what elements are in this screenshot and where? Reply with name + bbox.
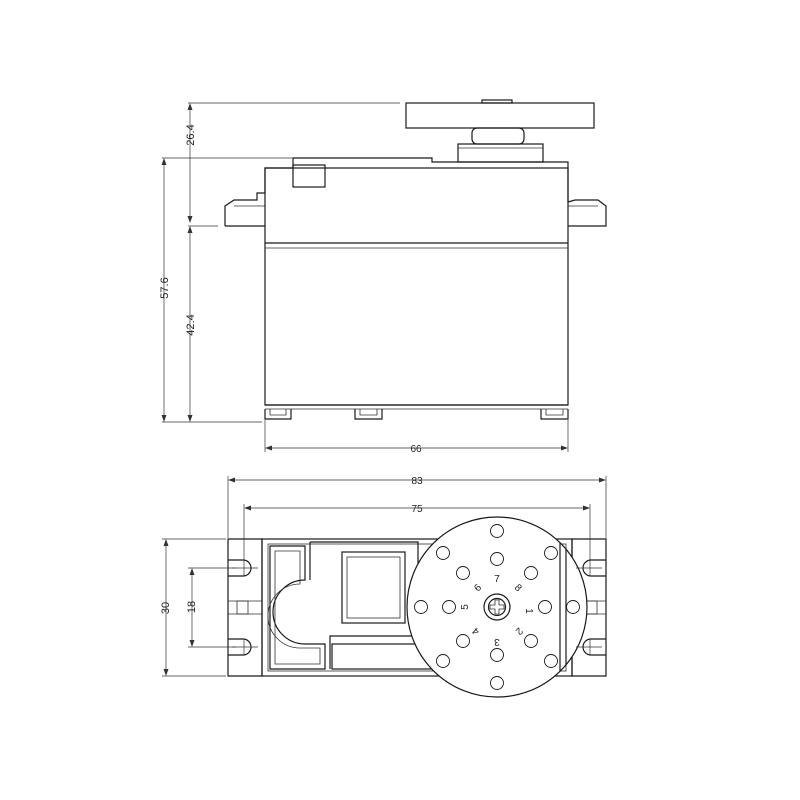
- dim-total-height: 57.6: [159, 277, 171, 298]
- svg-text:1: 1: [523, 608, 534, 614]
- servo-body: [264, 167, 569, 406]
- horn-top-cap: [481, 99, 513, 104]
- mounting-ears: [224, 192, 607, 227]
- svg-text:5: 5: [460, 604, 471, 610]
- gear-cover: [269, 545, 326, 670]
- dim-overall-length: 83: [411, 476, 423, 487]
- output-horn: [406, 516, 588, 698]
- dim-body-height: 42.4: [185, 314, 197, 335]
- dim-mount-spacing: 75: [411, 504, 423, 515]
- horn-disc: [405, 102, 595, 129]
- side-view-dimensions: 26.4 42.4 57.6 66: [159, 102, 569, 455]
- label-window: [341, 551, 406, 624]
- dim-mount-hole-spacing: 18: [186, 601, 198, 613]
- horn-holes: [414, 524, 580, 690]
- dim-width: 30: [160, 602, 172, 614]
- top-view-dimensions: 83 75 30 18: [160, 476, 607, 677]
- bottom-feet: [264, 409, 569, 420]
- output-shaft-base: [457, 143, 544, 163]
- top-view: 1 2 3 4 5 6 7 8: [227, 516, 607, 698]
- svg-text:3: 3: [494, 636, 500, 647]
- dim-body-width: 66: [410, 444, 422, 455]
- screw-cross-icon: [489, 599, 505, 615]
- output-hub: [471, 127, 525, 145]
- dim-horn-height: 26.4: [185, 124, 197, 145]
- gear-bearing-boss: [292, 164, 326, 188]
- horn-hub: [483, 593, 511, 621]
- horn-screw: [487, 597, 507, 617]
- svg-text:7: 7: [494, 574, 500, 585]
- side-view: [224, 99, 607, 420]
- center-panel: [309, 541, 419, 669]
